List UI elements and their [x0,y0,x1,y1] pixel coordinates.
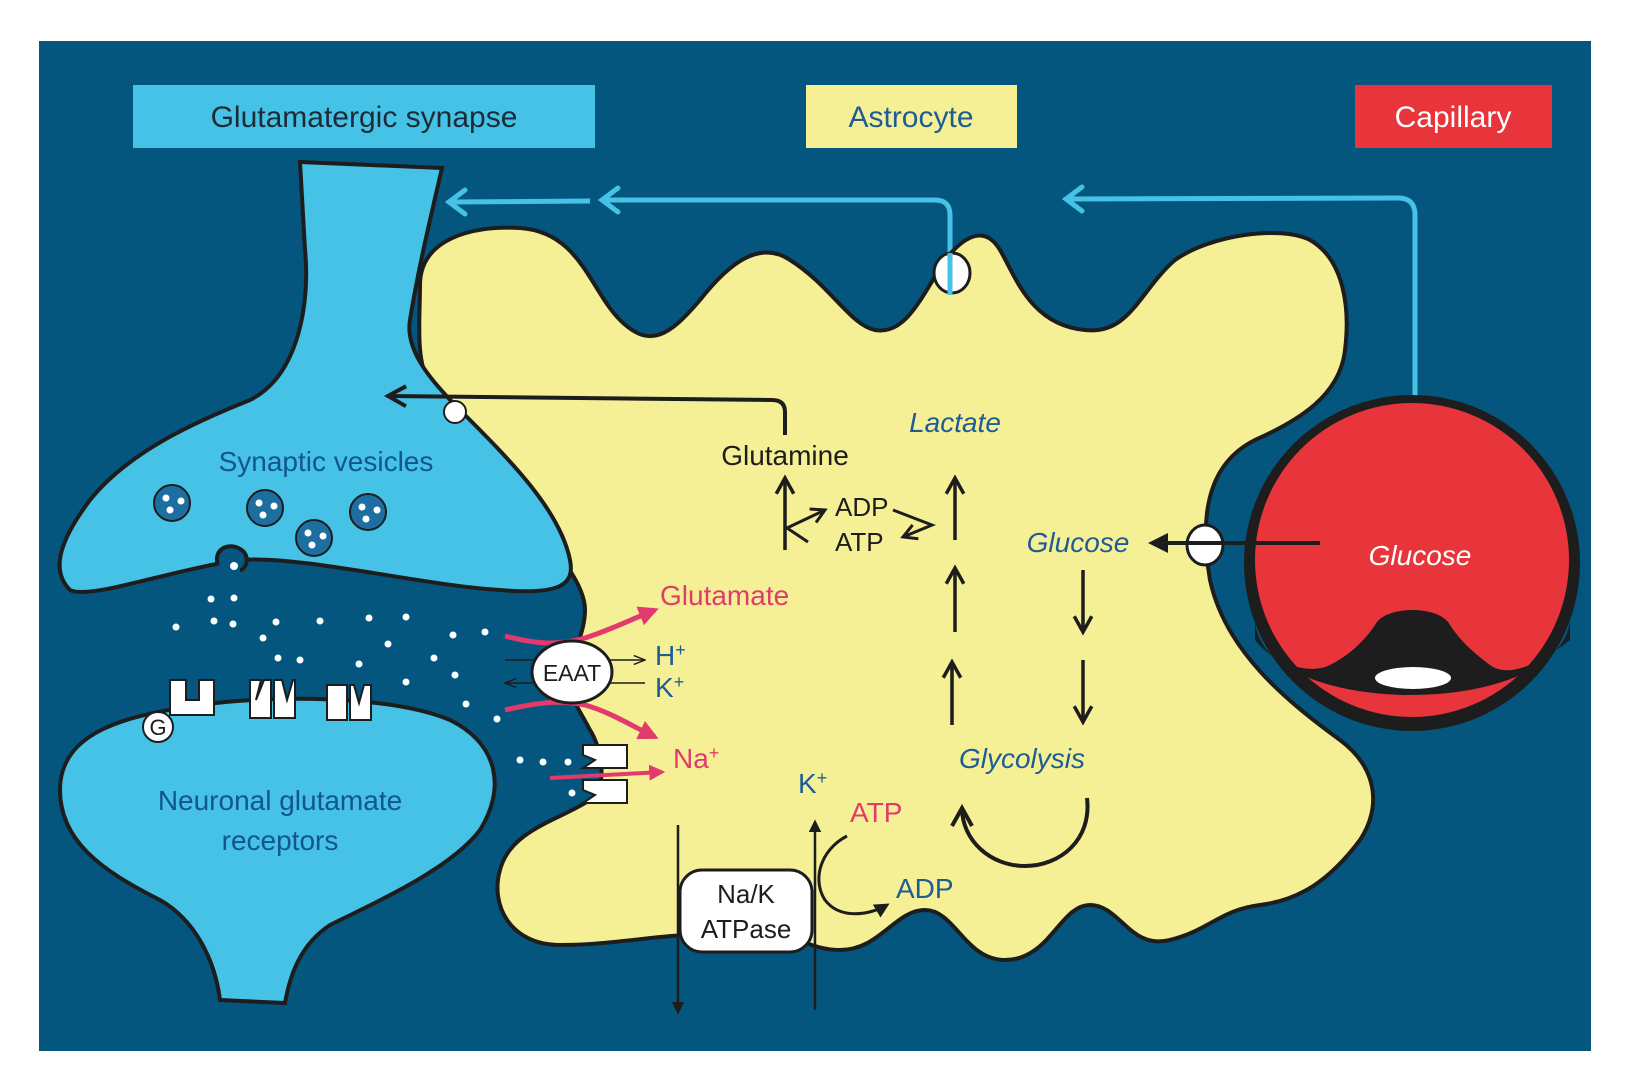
adp-out-arrow [783,510,825,544]
header-astrocyte: Astrocyte [806,85,1017,148]
g-protein-label: G [149,715,166,740]
sodium-channels [579,744,628,804]
lactate-flow-line [605,197,953,395]
glycolysis-label: Glycolysis [959,743,1085,774]
g-protein-circle [142,711,174,743]
ion-charge-superscript: + [675,640,686,660]
header-astrocyte-label: Astrocyte [848,101,973,134]
postsynaptic-label-line1: Neuronal glutamate [158,785,402,816]
ionotropic-receptor [349,684,372,721]
na-channel-arrow [549,764,666,781]
ion-charge-superscript: + [817,768,828,788]
ionotropic-receptor [249,679,272,719]
glutamine-to-neuron-arrow [388,396,787,435]
eaat-label: EAAT [543,660,601,686]
atp-pump-label: ATP [850,797,902,828]
synaptic-vesicles-label: Synaptic vesicles [219,446,434,477]
ion-charge-superscript: + [709,743,720,763]
red-blood-cell [1375,667,1451,689]
header-capillary: Capillary [1355,85,1552,148]
header-synapse-label: Glutamatergic synapse [211,101,518,134]
capillary-vessel: Glucose [1244,395,1580,731]
ionotropic-receptor [326,684,348,721]
released-glutamate [230,562,238,570]
lactate-flow-arrowhead-2 [444,187,468,217]
atp-hydrolysis-arrow [817,834,890,918]
postsynaptic-label-line2: receptors [222,825,339,856]
header-capillary-label: Capillary [1395,101,1512,134]
glucose-flow-line [1066,195,1418,473]
lactate-label: Lactate [909,407,1001,438]
glutamine-label: Glutamine [721,440,849,471]
ion-charge-superscript: + [674,672,685,692]
glutamine-transporter [443,400,467,424]
header-synapse: Glutamatergic synapse [133,85,595,148]
vesicle [349,493,387,531]
glucose-flow-arrowhead [1061,184,1085,214]
vesicle [246,489,284,527]
fusing-vesicle [214,544,249,572]
na-k-atpase-pump [678,868,814,954]
presynaptic-terminal [57,159,573,595]
lactate-flow-arrowhead [597,185,621,215]
na-uptake-arrow [504,699,659,740]
vesicle [153,484,191,522]
glutamate-label: Glutamate [660,580,789,611]
ionotropic-receptor [273,679,296,719]
pump-label-line2: ATPase [701,914,792,944]
eaat-transporter [530,639,614,705]
glucose-internal-label: Glucose [1027,527,1130,558]
atp-recycle-arrow [892,508,937,537]
metabotropic-receptor [169,679,215,716]
atp-top-label: ATP [835,527,884,557]
vesicle [295,519,333,557]
glutamate-uptake-arrow [504,606,659,646]
lactate-flow-line-2 [449,198,591,205]
synaptic-vesicles [153,484,387,557]
capillary-glucose-label: Glucose [1369,540,1472,571]
adp-pump-label: ADP [896,873,954,904]
glutamate-receptors [169,679,372,721]
adp-top-label: ADP [835,492,888,522]
pump-label-line1: Na/K [717,879,775,909]
synaptic-cleft-glutamate [172,594,576,797]
glycolysis-cycle-arrow [962,797,1090,869]
